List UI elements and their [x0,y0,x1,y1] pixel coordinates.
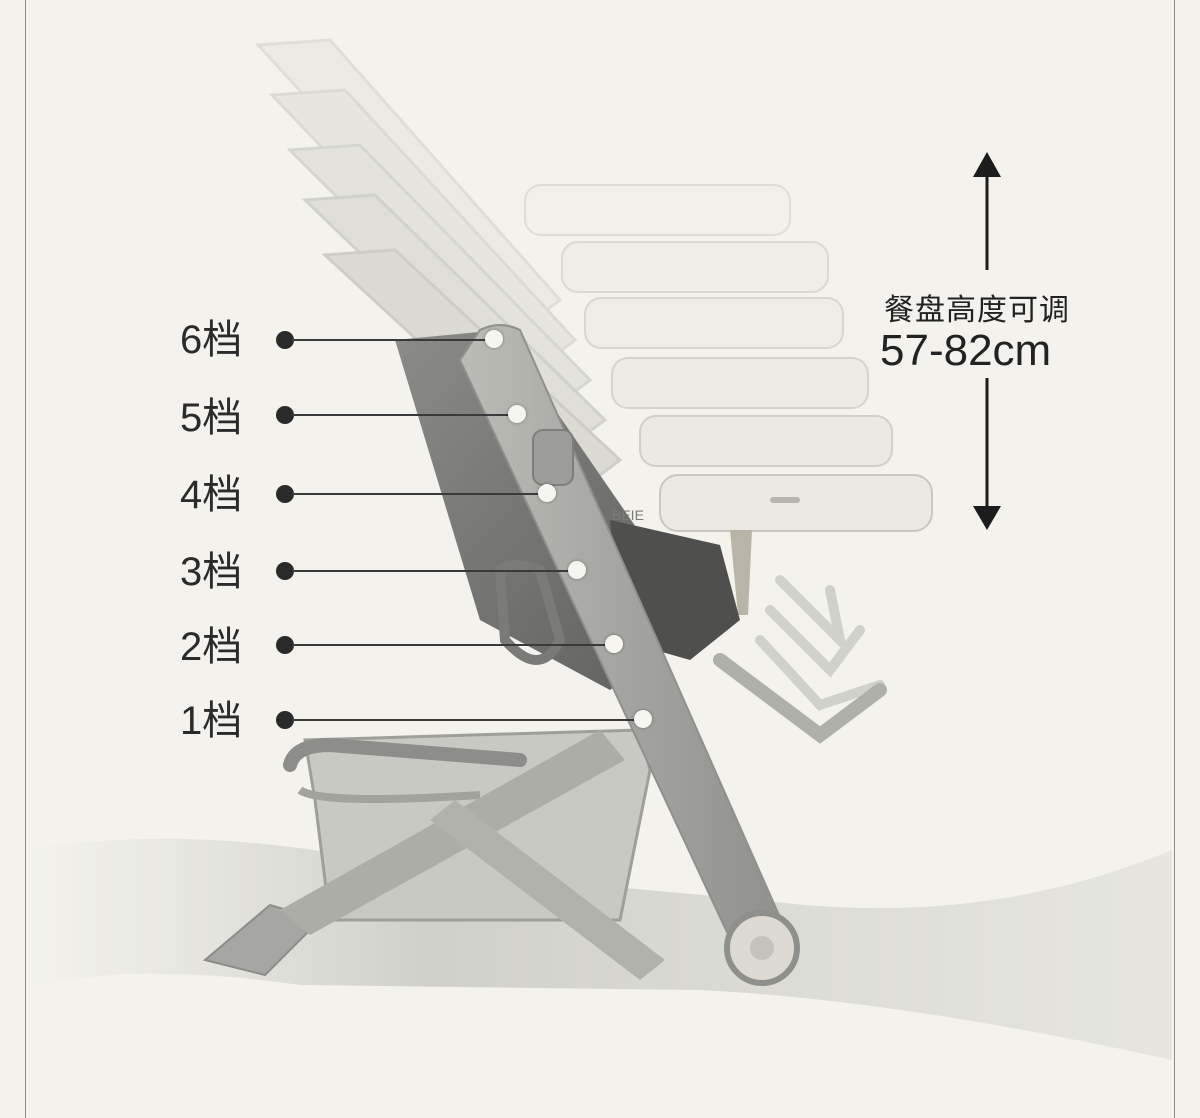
level-marker-1 [276,711,294,729]
footrest [713,653,887,744]
tray-height-caption: 餐盘高度可调 [884,294,1070,327]
tray-height-range: 57-82cm [880,326,1052,375]
adjust-point-3 [568,561,586,579]
level-label-6: 6档 [180,318,243,362]
adjust-point-2 [605,635,623,653]
leader-line-5 [292,414,516,416]
level-label-2: 2档 [180,625,243,669]
level-label-4: 4档 [180,473,243,517]
level-marker-4 [276,485,294,503]
leader-line-3 [292,570,577,572]
leader-line-4 [292,493,547,495]
adjust-point-6 [485,330,503,348]
main-tray [659,474,933,615]
level-label-5: 5档 [180,396,243,440]
frame [202,324,800,986]
level-label-1: 1档 [180,699,243,743]
side-handle [494,560,566,665]
level-marker-2 [276,636,294,654]
level-marker-3 [276,562,294,580]
leader-line-2 [292,644,614,646]
adjust-point-1 [634,710,652,728]
adjust-point-4 [538,484,556,502]
right-edge-line [1174,0,1175,1118]
leader-line-1 [292,719,644,721]
svg-text:BEIE: BEIE [612,507,644,523]
level-marker-6 [276,331,294,349]
leader-line-6 [292,339,494,341]
left-edge-line [25,0,26,1118]
adjust-point-5 [508,405,526,423]
level-marker-5 [276,406,294,424]
height-range-arrow [973,152,1001,530]
footrest-ghosts [755,575,885,711]
level-label-3: 3档 [180,550,243,594]
ghost-trays [524,184,893,467]
